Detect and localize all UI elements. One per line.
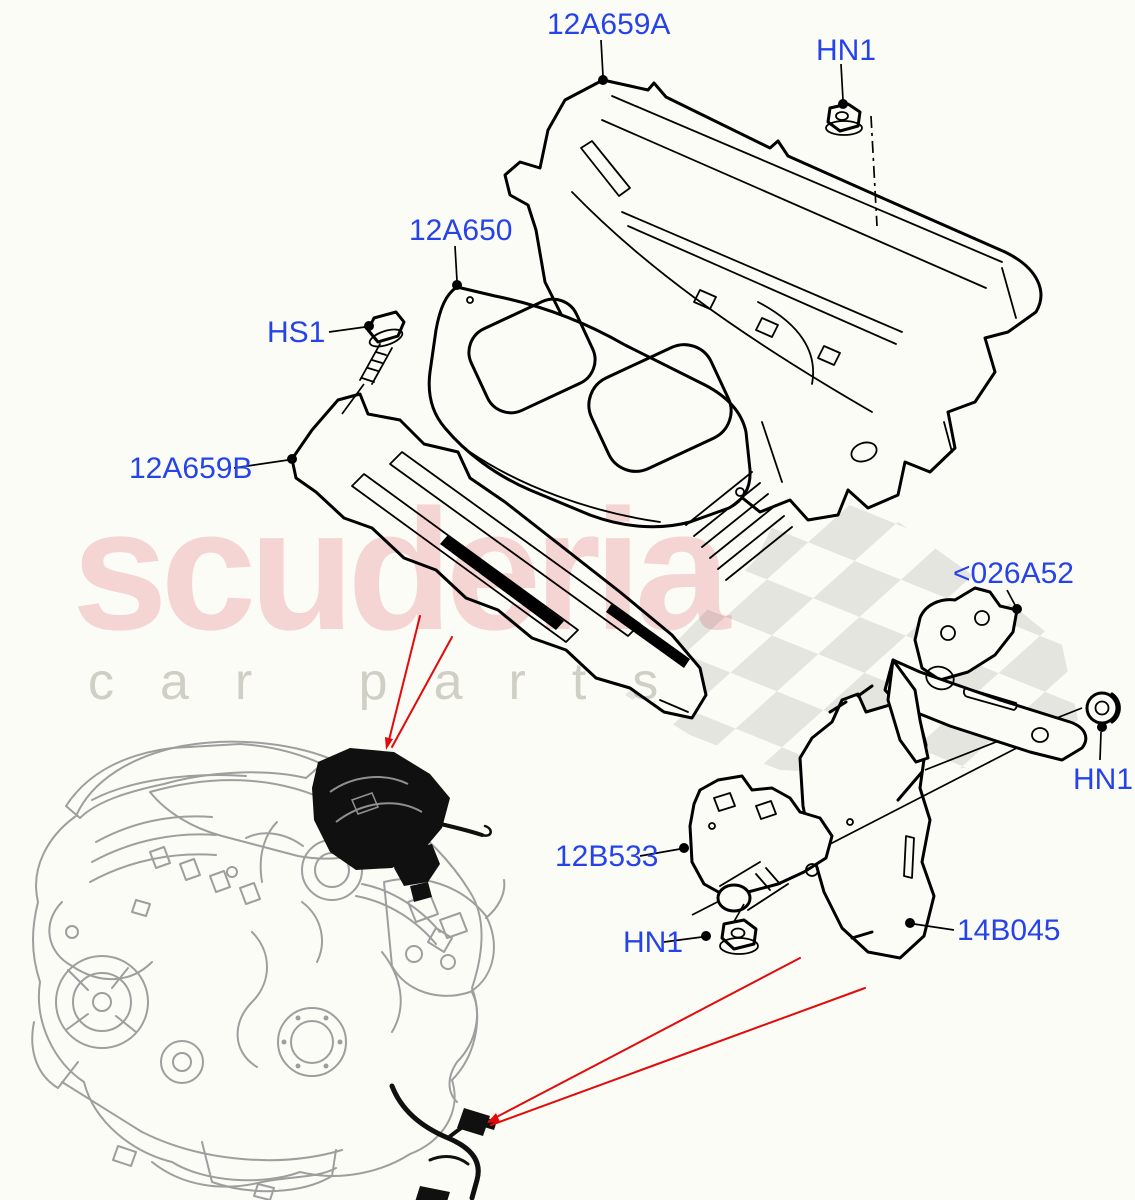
part-label-12b533[interactable]: 12B533 <box>555 840 658 873</box>
part-12a659b-bracket-drawing <box>290 392 708 720</box>
part-label-12a650[interactable]: 12A650 <box>409 214 512 247</box>
part-12a650-ecm-drawing <box>427 285 793 581</box>
part-label-14b045[interactable]: 14B045 <box>957 914 1060 947</box>
part-label-12a659a[interactable]: 12A659A <box>547 8 670 41</box>
leader-dot <box>701 931 711 941</box>
part-label-hs1[interactable]: HS1 <box>267 316 325 349</box>
engine-illustration <box>31 740 506 1200</box>
part-label-hn1-bottom[interactable]: HN1 <box>623 926 683 959</box>
location-arrows-ecu <box>385 615 453 750</box>
engine-ecu-highlight <box>312 748 492 902</box>
leader-dot <box>452 280 462 290</box>
hn1-nut-bottom-icon <box>719 918 759 955</box>
leader-dot <box>364 321 374 331</box>
hs1-bolt-icon <box>341 310 406 415</box>
part-026a52-bracket-drawing <box>883 586 1088 764</box>
leader-dot <box>598 75 608 85</box>
engine-harness-highlight <box>389 1083 497 1200</box>
leader-dot <box>905 918 915 928</box>
callout-leaders <box>233 39 1107 943</box>
leader-dot <box>287 454 297 464</box>
part-label-hn1-right[interactable]: HN1 <box>1073 763 1133 796</box>
part-label-026a52[interactable]: <026A52 <box>953 557 1074 590</box>
part-label-12a659b[interactable]: 12A659B <box>129 452 252 485</box>
leader-dot <box>838 99 848 109</box>
leader-dot <box>679 843 689 853</box>
hn1-grommet-icon <box>1085 691 1121 725</box>
leader-dot <box>1012 604 1022 614</box>
part-label-hn1-top[interactable]: HN1 <box>816 34 876 67</box>
location-arrows-harness <box>487 957 866 1126</box>
callout-labels: 12A659A HN1 12A650 HS1 12A659B <026A52 1… <box>129 8 1133 959</box>
part-12a659a-cover-drawing <box>503 78 1043 522</box>
leader-dot <box>1097 722 1107 732</box>
